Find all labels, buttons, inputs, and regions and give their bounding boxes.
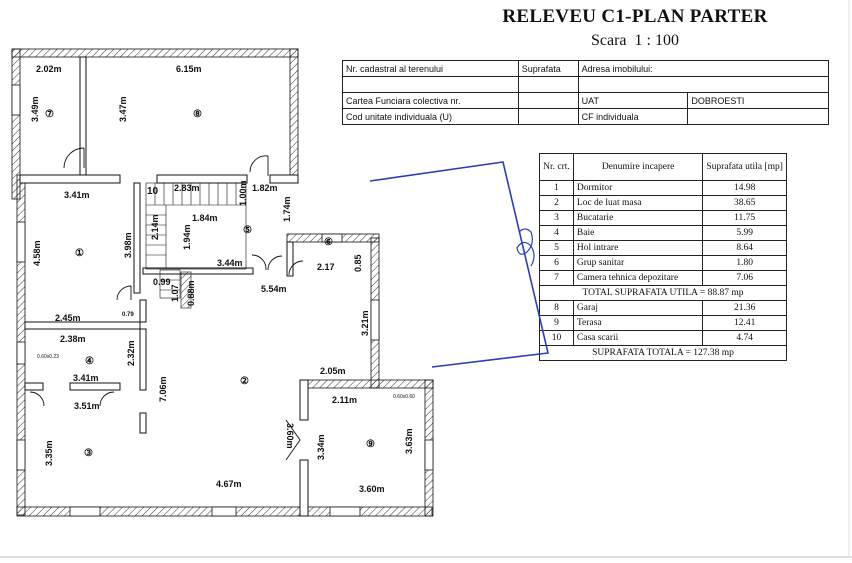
- dim-label: 4.58m: [32, 240, 42, 266]
- header-name: Denumire incapere: [572, 153, 704, 181]
- cf-label: CF individuala: [577, 108, 689, 125]
- room-number-4: ④: [85, 356, 94, 367]
- dim-label: 3.41m: [73, 373, 99, 383]
- pen-mark: [369, 161, 549, 368]
- doors: [29, 147, 304, 461]
- scale-value: 1 : 100: [634, 32, 679, 49]
- dim-label: 4.67m: [216, 479, 242, 489]
- room-numbers: ① ② ③ ④ ⑤ ⑥ ⑦ ⑧ ⑨ 10: [45, 109, 375, 459]
- dim-label: 0.88m: [186, 280, 196, 306]
- dim-label: 1.00m: [238, 180, 248, 206]
- room-number-8: ⑧: [193, 109, 202, 120]
- dim-label: 5.54m: [261, 284, 287, 294]
- room-number-3: ③: [84, 448, 93, 459]
- row-name: Bucatarie: [572, 210, 704, 226]
- dim-label: 2.38m: [60, 334, 86, 344]
- dim-label: 0.85: [353, 254, 363, 272]
- room-number-9: ⑨: [366, 439, 375, 450]
- dim-label: 1.07: [170, 284, 180, 302]
- dim-label: 0.99: [153, 277, 171, 287]
- interior-walls: [19, 56, 309, 517]
- dim-label: 3.63m: [404, 428, 414, 454]
- dim-label: 3.98m: [123, 232, 133, 258]
- staircase: [145, 182, 247, 309]
- room-number-5: ⑤: [243, 225, 252, 236]
- scale-word: Scara: [591, 32, 627, 49]
- pen-scribble: [516, 228, 535, 267]
- windows: [11, 84, 434, 517]
- dim-label: 3.35m: [44, 440, 54, 466]
- dim-label: 2.05m: [320, 366, 346, 376]
- dim-label: 2.14m: [150, 214, 160, 240]
- rooms-table: Nr. crt. Denumire incapere Suprafata uti…: [539, 153, 787, 361]
- page-title: RELEVEU C1-PLAN PARTER: [502, 6, 768, 27]
- dim-label: 1.94m: [182, 224, 192, 250]
- dim-label: 3.51m: [74, 401, 100, 411]
- dim-label: 3.44m: [217, 258, 243, 268]
- dim-label: 1.84m: [192, 213, 218, 223]
- note-label: 0.60x0.23: [37, 354, 59, 360]
- room-number-10: 10: [147, 186, 159, 197]
- scale-label: Scara 1 : 100: [470, 32, 800, 50]
- dim-label: 1.74m: [282, 196, 292, 222]
- dim-label: 3.34m: [316, 434, 326, 460]
- dim-label: 3.21m: [360, 310, 370, 336]
- unit-code-surface: [517, 108, 579, 125]
- row-name: Casa scarii: [572, 330, 704, 346]
- dimension-labels: 2.02m 6.15m 3.49m 3.47m 3.41m 2.83m 1.82…: [30, 64, 415, 494]
- dim-label: 2.83m: [174, 183, 200, 193]
- cadastral-info-table: Nr. cadastral al terenului Suprafata Adr…: [342, 60, 830, 125]
- dim-label: 3.49m: [30, 96, 40, 122]
- note-label: 0.60x0.60: [393, 394, 415, 400]
- grand-total: SUPRAFATA TOTALA = 127.38 mp: [539, 345, 787, 361]
- dim-label: 6.15m: [176, 64, 202, 74]
- dim-label: 2.32m: [126, 340, 136, 366]
- dim-label: 3.41m: [64, 190, 90, 200]
- dim-label: 2.02m: [36, 64, 62, 74]
- dim-label: 1.82m: [252, 183, 278, 193]
- dim-label: 3.47m: [118, 96, 128, 122]
- room-number-1: ①: [75, 248, 84, 259]
- dim-label: 2.11m: [332, 395, 357, 405]
- dim-label: 3.60m: [285, 423, 295, 449]
- room-number-2: ②: [240, 376, 249, 387]
- room-number-6: ⑥: [324, 237, 333, 248]
- room-number-7: ⑦: [45, 109, 54, 120]
- dim-label: 2.45m: [55, 313, 81, 323]
- dim-label: 7.06m: [158, 376, 168, 402]
- dim-label: 2.17: [317, 262, 335, 272]
- cf-value: [687, 108, 829, 125]
- dim-label: 3.60m: [359, 484, 385, 494]
- dim-label: 0.79: [122, 312, 134, 318]
